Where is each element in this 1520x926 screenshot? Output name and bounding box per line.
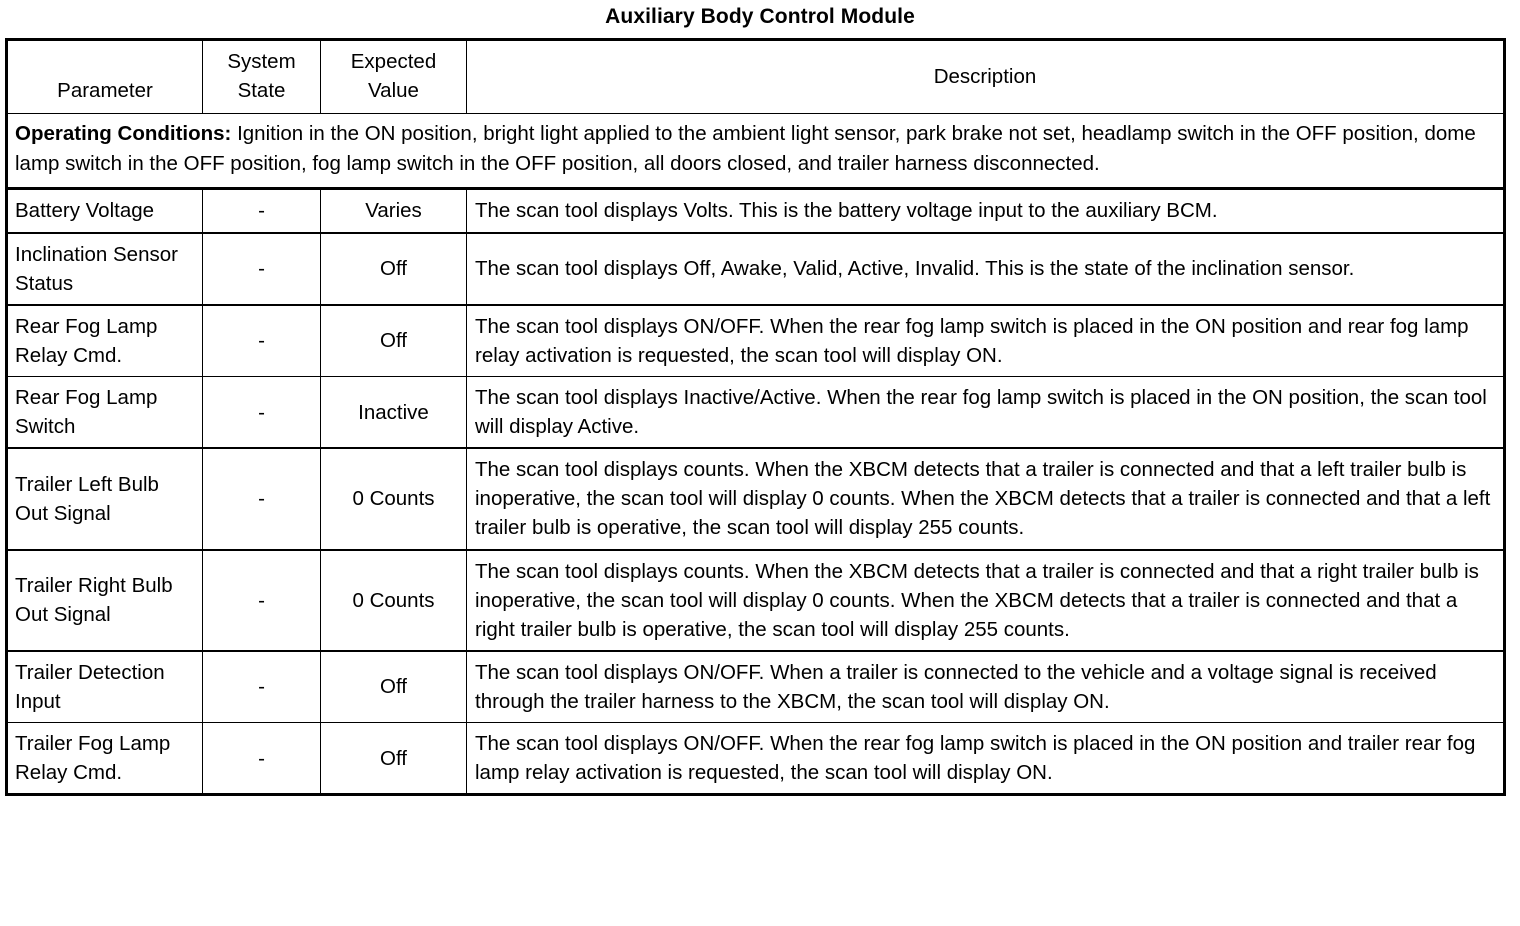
cell-expected-value: 0 Counts bbox=[320, 447, 467, 551]
table-body: Operating Conditions: Ignition in the ON… bbox=[6, 113, 1505, 796]
cell-system-state: - bbox=[202, 548, 321, 652]
table-row: Trailer Right Bulb Out Signal - 0 Counts… bbox=[6, 548, 1505, 652]
cell-expected-value: Off bbox=[320, 649, 467, 724]
operating-conditions-label: Operating Conditions: bbox=[15, 122, 232, 146]
table-row: Battery Voltage - Varies The scan tool d… bbox=[6, 188, 1505, 234]
cell-expected-value: Inactive bbox=[320, 376, 467, 449]
cell-system-state: - bbox=[202, 376, 321, 449]
cell-system-state: - bbox=[202, 447, 321, 551]
cell-description: The scan tool displays ON/OFF. When the … bbox=[466, 722, 1505, 796]
column-header-system-state-line1: System bbox=[227, 50, 296, 73]
cell-system-state: - bbox=[202, 303, 321, 378]
table-header: Parameter System State Expected Value De… bbox=[6, 38, 1505, 115]
table-row: Rear Fog Lamp Switch - Inactive The scan… bbox=[6, 376, 1505, 449]
cell-description: The scan tool displays Off, Awake, Valid… bbox=[466, 231, 1505, 306]
cell-description: The scan tool displays ON/OFF. When the … bbox=[466, 303, 1505, 378]
cell-system-state: - bbox=[202, 722, 321, 796]
cell-parameter: Trailer Left Bulb Out Signal bbox=[6, 447, 203, 551]
cell-parameter: Inclination Sensor Status bbox=[6, 231, 203, 306]
column-header-expected-value: Expected Value bbox=[320, 38, 467, 115]
table-row: Inclination Sensor Status - Off The scan… bbox=[6, 231, 1505, 306]
table-row: Trailer Detection Input - Off The scan t… bbox=[6, 649, 1505, 724]
cell-description: The scan tool displays counts. When the … bbox=[466, 548, 1505, 652]
cell-parameter: Rear Fog Lamp Switch bbox=[6, 376, 203, 449]
column-header-expected-value-line2: Value bbox=[368, 79, 419, 103]
cell-description: The scan tool displays counts. When the … bbox=[466, 447, 1505, 551]
header-row: Parameter System State Expected Value De… bbox=[6, 38, 1505, 115]
cell-expected-value: Off bbox=[320, 231, 467, 306]
cell-description: The scan tool displays Volts. This is th… bbox=[466, 188, 1505, 234]
table-row: Rear Fog Lamp Relay Cmd. - Off The scan … bbox=[6, 303, 1505, 378]
cell-expected-value: Varies bbox=[320, 188, 467, 234]
cell-parameter: Trailer Detection Input bbox=[6, 649, 203, 724]
cell-system-state: - bbox=[202, 188, 321, 234]
cell-description: The scan tool displays ON/OFF. When a tr… bbox=[466, 649, 1505, 724]
column-header-system-state: System State bbox=[202, 38, 321, 115]
column-header-expected-value-line1: Expected bbox=[350, 50, 437, 73]
cell-parameter: Trailer Right Bulb Out Signal bbox=[6, 548, 203, 652]
operating-conditions-cell: Operating Conditions: Ignition in the ON… bbox=[6, 113, 1505, 191]
column-header-system-state-line2: State bbox=[237, 79, 286, 103]
column-header-parameter: Parameter bbox=[6, 38, 203, 115]
cell-parameter: Trailer Fog Lamp Relay Cmd. bbox=[6, 722, 203, 796]
cell-system-state: - bbox=[202, 231, 321, 306]
parameter-spec-table: Parameter System State Expected Value De… bbox=[5, 38, 1506, 797]
spec-table-container: Parameter System State Expected Value De… bbox=[0, 38, 1520, 797]
cell-parameter: Battery Voltage bbox=[6, 188, 203, 234]
operating-conditions-row: Operating Conditions: Ignition in the ON… bbox=[6, 113, 1505, 191]
table-row: Trailer Fog Lamp Relay Cmd. - Off The sc… bbox=[6, 722, 1505, 796]
cell-expected-value: 0 Counts bbox=[320, 548, 467, 652]
cell-expected-value: Off bbox=[320, 303, 467, 378]
cell-parameter: Rear Fog Lamp Relay Cmd. bbox=[6, 303, 203, 378]
cell-expected-value: Off bbox=[320, 722, 467, 796]
operating-conditions-text: Ignition in the ON position, bright ligh… bbox=[15, 122, 1476, 176]
cell-system-state: - bbox=[202, 649, 321, 724]
table-row: Trailer Left Bulb Out Signal - 0 Counts … bbox=[6, 447, 1505, 551]
page-title: Auxiliary Body Control Module bbox=[605, 5, 915, 28]
cell-description: The scan tool displays Inactive/Active. … bbox=[466, 376, 1505, 449]
column-header-description: Description bbox=[466, 38, 1505, 115]
